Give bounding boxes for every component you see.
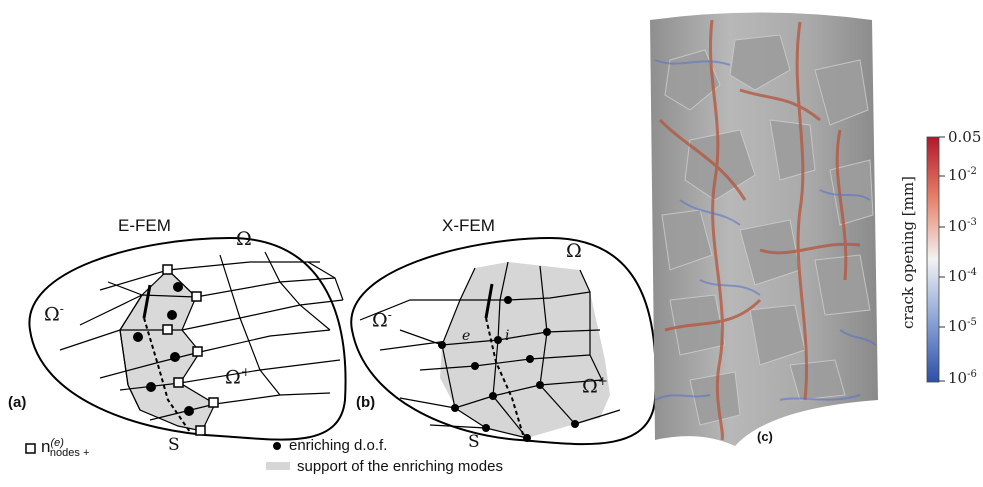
node-square — [191, 291, 202, 302]
crack-network-red — [658, 19, 861, 441]
efem-omega-plus-label: Ω+ — [225, 365, 251, 389]
enriching-dot — [146, 382, 156, 392]
node-square — [208, 397, 219, 408]
enriching-dot — [170, 352, 180, 362]
colorbar-tick-label: 10-2 — [948, 166, 977, 184]
efem-omega-label: Ω — [236, 228, 252, 250]
enriching-dot — [523, 434, 531, 442]
efem-diagram — [28, 236, 347, 441]
enriching-dot — [482, 424, 490, 432]
xfem-omega-label: Ω — [566, 240, 582, 262]
enriching-dot — [438, 341, 446, 349]
enriching-dot — [536, 381, 544, 389]
xfem-omega-minus-label: Ω- — [372, 308, 392, 332]
enriching-dot — [543, 328, 551, 336]
legend-support: support of the enriching modes — [297, 458, 503, 475]
concrete-cylinder-render — [650, 12, 878, 446]
node-square — [192, 346, 203, 357]
node-square — [162, 264, 173, 275]
efem-title: E-FEM — [118, 216, 171, 235]
efem-nodes-plus — [162, 264, 219, 436]
efem-crack-solid — [142, 284, 152, 319]
colorbar-title: crack opening [mm] — [899, 176, 917, 329]
xfem-crack-solid — [484, 283, 494, 319]
enriching-dot — [504, 296, 512, 304]
legend-enriching-dof: enriching d.o.f. — [289, 437, 388, 454]
node-square — [173, 377, 184, 388]
efem-enriching-dofs — [133, 282, 194, 416]
efem-panel-label: (a) — [8, 394, 27, 411]
node-square — [195, 425, 206, 436]
enriching-dot — [494, 336, 502, 344]
enriching-dot — [571, 420, 579, 428]
enriching-dot — [526, 355, 534, 363]
enriching-dot — [489, 392, 497, 400]
xfem-diagram — [350, 236, 657, 446]
enriching-dot — [451, 404, 459, 412]
efem-domain-outline — [28, 236, 347, 441]
efem-crack-dashed — [143, 317, 191, 433]
efem-omega-minus-label: Ω- — [44, 302, 64, 326]
crack-network-blue — [654, 59, 877, 401]
xfem-enriching-dofs — [438, 296, 579, 442]
xfem-omega-plus-label: Ω+ — [582, 374, 608, 398]
legend-support-swatch-icon — [266, 462, 290, 470]
xfem-crack-dashed — [485, 317, 525, 439]
enriching-dot — [184, 406, 194, 416]
xfem-crack-label: S — [468, 432, 480, 452]
aggregate-patches — [661, 34, 874, 426]
colorbar-tick-label: 10-6 — [948, 369, 977, 387]
enriching-dot — [133, 332, 143, 342]
xfem-panel-label: (b) — [356, 394, 376, 411]
xfem-support-region — [440, 262, 610, 438]
efem-crack-label: S — [168, 435, 180, 455]
enriching-dot — [173, 282, 183, 292]
xfem-element-label: e — [462, 328, 471, 344]
colorbar-tick-label: 10-5 — [948, 317, 977, 335]
node-square — [162, 324, 173, 335]
xfem-title: X-FEM — [442, 216, 495, 235]
colorbar-max-label: 0.05 — [948, 128, 982, 146]
colorbar-tick-marks — [939, 136, 945, 382]
efem-mesh — [59, 251, 344, 421]
legend-square-icon — [25, 443, 36, 454]
cylinder-panel-label: (c) — [757, 429, 773, 444]
legend-nodes-label: n(e)nodes + — [41, 437, 90, 459]
colorbar-tick-label: 10-4 — [948, 267, 977, 285]
xfem-node-label: i — [505, 328, 510, 344]
legend-dot-icon — [273, 442, 281, 450]
enriching-dot — [471, 362, 479, 370]
enriching-dot — [167, 310, 177, 320]
colorbar-tick-label: 10-3 — [948, 217, 977, 235]
colorbar-gradient — [926, 136, 940, 383]
